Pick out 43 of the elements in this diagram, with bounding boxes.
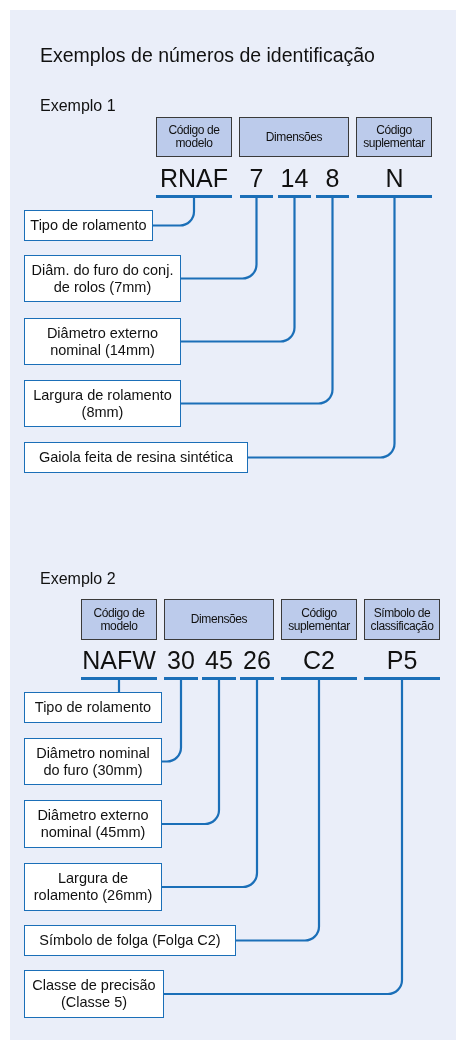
description-box: Diâmetro externo nominal (14mm): [24, 318, 181, 365]
leader-line: [162, 680, 221, 826]
description-box: Diâmetro nominal do furo (30mm): [24, 738, 162, 785]
description-box: Símbolo de folga (Folga C2): [24, 925, 236, 956]
description-box: Diâmetro externo nominal (45mm): [24, 800, 162, 848]
code-segment: N: [357, 160, 432, 198]
field-header: Código de modelo: [156, 117, 232, 157]
leader-line: [162, 680, 183, 763]
code-segment: P5: [364, 642, 440, 680]
leader-line: [236, 680, 321, 942]
leader-line: [153, 198, 196, 227]
description-box: Classe de precisão (Classe 5): [24, 970, 164, 1018]
description-box: Tipo de rolamento: [24, 692, 162, 723]
field-header: Símbolo de classificação: [364, 599, 440, 640]
description-box: Gaiola feita de resina sintética: [24, 442, 248, 473]
field-header: Dimensões: [239, 117, 349, 157]
field-header: Código suplementar: [281, 599, 357, 640]
code-segment: 8: [316, 160, 349, 198]
diagram-title: Exemplos de números de identificação: [40, 44, 375, 67]
field-header: Código suplementar: [356, 117, 432, 157]
leader-line: [162, 680, 259, 889]
description-box: Tipo de rolamento: [24, 210, 153, 241]
description-box: Largura de rolamento (8mm): [24, 380, 181, 427]
code-segment: 26: [240, 642, 274, 680]
code-segment: 14: [278, 160, 311, 198]
leader-line: [181, 198, 258, 280]
code-segment: C2: [281, 642, 357, 680]
code-segment: 45: [202, 642, 236, 680]
leader-line: [181, 198, 334, 405]
example-heading: Exemplo 1: [40, 97, 116, 115]
code-segment: 7: [240, 160, 273, 198]
leader-line: [248, 198, 396, 459]
code-segment: NAFW: [81, 642, 157, 680]
leader-line: [164, 680, 404, 996]
example-heading: Exemplo 2: [40, 570, 116, 588]
field-header: Dimensões: [164, 599, 274, 640]
code-segment: RNAF: [156, 160, 232, 198]
leader-line: [117, 680, 121, 692]
field-header: Código de modelo: [81, 599, 157, 640]
description-box: Diâm. do furo do conj. de rolos (7mm): [24, 255, 181, 302]
description-box: Largura de rolamento (26mm): [24, 863, 162, 911]
leader-line: [181, 198, 296, 343]
code-segment: 30: [164, 642, 198, 680]
